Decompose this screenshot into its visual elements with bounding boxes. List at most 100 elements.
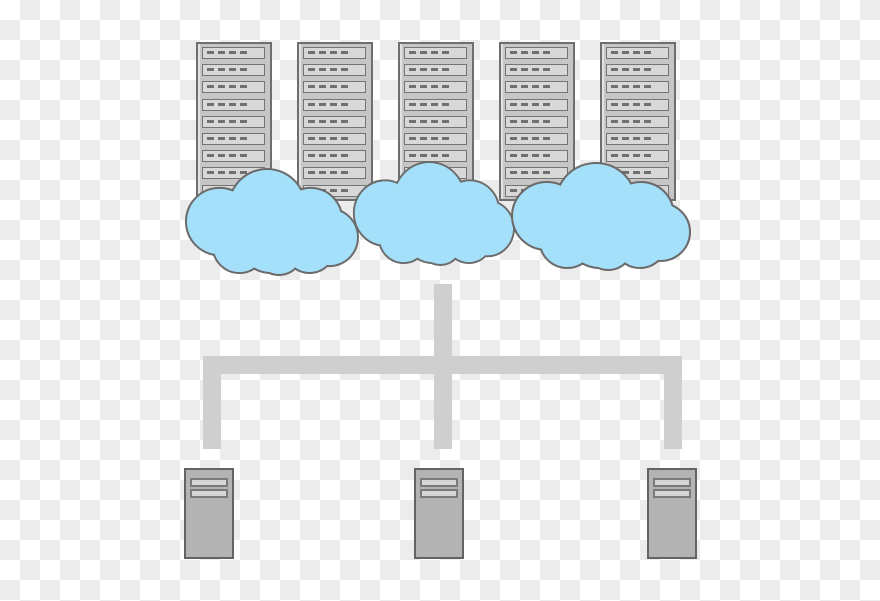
vent-dash <box>633 154 640 158</box>
vent-dash <box>622 51 629 54</box>
rack-unit-panel <box>606 133 669 145</box>
vent-dash <box>409 154 416 158</box>
vent-dash <box>420 102 427 106</box>
vent-dash <box>218 154 225 158</box>
rack-unit-panel <box>303 150 366 163</box>
rack-unit-panel <box>303 133 366 145</box>
vent-dash <box>240 102 247 106</box>
rack-unit-panel <box>404 47 467 59</box>
rack-unit-panel <box>606 115 669 128</box>
vent-dash <box>442 102 449 106</box>
vent-dash <box>543 119 550 123</box>
vent-dash <box>341 137 348 140</box>
vent-dash <box>644 68 651 72</box>
vent-dash <box>207 51 214 54</box>
vent-dash <box>341 85 348 89</box>
drive-bay-slot <box>190 489 228 498</box>
vent-dash <box>532 154 539 158</box>
vent-dash <box>431 119 438 123</box>
rack-unit-panel <box>505 64 568 77</box>
vent-dash <box>308 119 315 123</box>
vent-dash <box>330 85 337 89</box>
vent-dash <box>330 51 337 54</box>
vent-dash <box>442 137 449 140</box>
rack-unit-panel <box>303 64 366 77</box>
vent-dash <box>644 171 651 175</box>
vent-dash <box>420 51 427 54</box>
vent-dash <box>341 154 348 158</box>
rack-unit-panel <box>606 47 669 59</box>
vent-dash <box>431 154 438 158</box>
vent-dash <box>442 119 449 123</box>
vent-dash <box>543 171 550 175</box>
rack-unit-panel <box>505 81 568 94</box>
vent-dash <box>218 137 225 140</box>
vent-dash <box>229 68 236 72</box>
vent-dash <box>532 171 539 175</box>
vent-dash <box>521 171 528 175</box>
vent-dash <box>308 85 315 89</box>
vent-dash <box>543 137 550 140</box>
vent-dash <box>341 119 348 123</box>
vent-dash <box>644 154 651 158</box>
vent-dash <box>341 171 348 175</box>
cloud-puff <box>213 220 266 273</box>
vent-dash <box>240 137 247 140</box>
vent-dash <box>543 102 550 106</box>
vent-dash <box>611 85 618 89</box>
vent-dash <box>341 68 348 72</box>
rack-unit-panel <box>606 150 669 163</box>
cloud-puff <box>284 222 335 273</box>
vent-dash <box>229 85 236 89</box>
vent-dash <box>330 154 337 158</box>
vent-dash <box>319 68 326 72</box>
vent-dash <box>409 85 416 89</box>
vent-dash <box>442 51 449 54</box>
vent-dash <box>532 85 539 89</box>
vent-dash <box>543 51 550 54</box>
vent-dash <box>633 171 640 175</box>
vent-dash <box>308 137 315 140</box>
vent-dash <box>622 119 629 123</box>
drive-bay-slot <box>420 489 458 498</box>
vent-dash <box>420 68 427 72</box>
vent-dash <box>510 188 517 192</box>
vent-dash <box>308 102 315 106</box>
rack-unit-panel <box>505 150 568 163</box>
vent-dash <box>218 102 225 106</box>
rack-unit-panel <box>202 64 265 77</box>
rack-unit-panel <box>505 98 568 111</box>
vent-dash <box>207 68 214 72</box>
rack-unit-panel <box>606 98 669 111</box>
vent-dash <box>442 154 449 158</box>
vent-dash <box>409 51 416 54</box>
vent-dash <box>229 102 236 106</box>
vent-dash <box>532 68 539 72</box>
vent-dash <box>431 85 438 89</box>
vent-dash <box>330 119 337 123</box>
vent-dash <box>319 137 326 140</box>
vent-dash <box>409 119 416 123</box>
vent-dash <box>409 68 416 72</box>
vent-dash <box>420 119 427 123</box>
rack-unit-panel <box>303 115 366 128</box>
vent-dash <box>644 85 651 89</box>
left-drop-line <box>203 374 221 449</box>
vent-dash <box>420 137 427 140</box>
vent-dash <box>543 68 550 72</box>
vent-dash <box>240 119 247 123</box>
vent-dash <box>611 119 618 123</box>
rack-unit-panel <box>303 98 366 111</box>
vent-dash <box>229 154 236 158</box>
vent-dash <box>330 188 337 192</box>
vent-dash <box>207 85 214 89</box>
vent-dash <box>510 51 517 54</box>
rack-unit-panel <box>202 47 265 59</box>
vent-dash <box>218 171 225 175</box>
vent-dash <box>240 68 247 72</box>
client-computer-3 <box>647 468 697 559</box>
